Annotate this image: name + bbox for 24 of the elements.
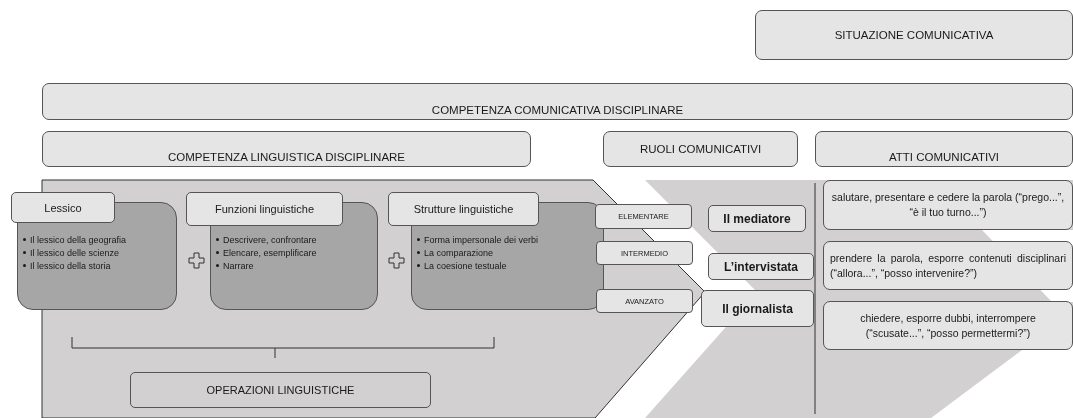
header-bar: COMPETENZA COMUNICATIVA DISCIPLINARE: [42, 83, 1073, 120]
header-bar: COMPETENZA LINGUISTICA DISCIPLINARE: [42, 131, 531, 167]
list-text: La comparazione: [424, 248, 494, 258]
header-bar: ATTI COMUNICATIVI: [815, 131, 1073, 167]
process-box: OPERAZIONI LINGUISTICHE: [130, 372, 431, 408]
list-text: La coesione testuale: [424, 261, 507, 271]
list-text: Elencare, esemplificare: [223, 248, 317, 258]
list-text: Il lessico delle scienze: [30, 248, 120, 258]
act-box: salutare, presentare e cedere la parola (“prego...”, “è il tuo turno...”): [823, 180, 1073, 230]
heading-tab: Funzioni linguistiche: [186, 192, 343, 226]
role-box: L’intervistata: [708, 253, 814, 280]
act-box: prendere la parola, esporre contenuti disciplinari (“allora...”, “posso intervenire?”): [823, 241, 1073, 290]
heading-tab: Strutture linguistiche: [388, 192, 539, 226]
list-text: Forma impersonale dei verbi: [424, 235, 539, 245]
list-text: Il lessico della geografia: [30, 235, 127, 245]
role-box: Il mediatore: [708, 205, 806, 232]
list-text: Descrivere, confrontare: [223, 235, 317, 245]
header-bar: SITUAZIONE COMUNICATIVA: [755, 10, 1073, 60]
list-text: Il lessico della storia: [30, 261, 111, 271]
act-box: chiedere, esporre dubbi, interrompere (“scusate...”, “posso permettermi?”): [823, 301, 1073, 350]
role-box: Il giornalista: [701, 290, 814, 327]
list-text: Narrare: [223, 261, 254, 271]
heading-tab: Lessico: [11, 192, 115, 223]
header-bar: RUOLI COMUNICATIVI: [603, 131, 798, 167]
